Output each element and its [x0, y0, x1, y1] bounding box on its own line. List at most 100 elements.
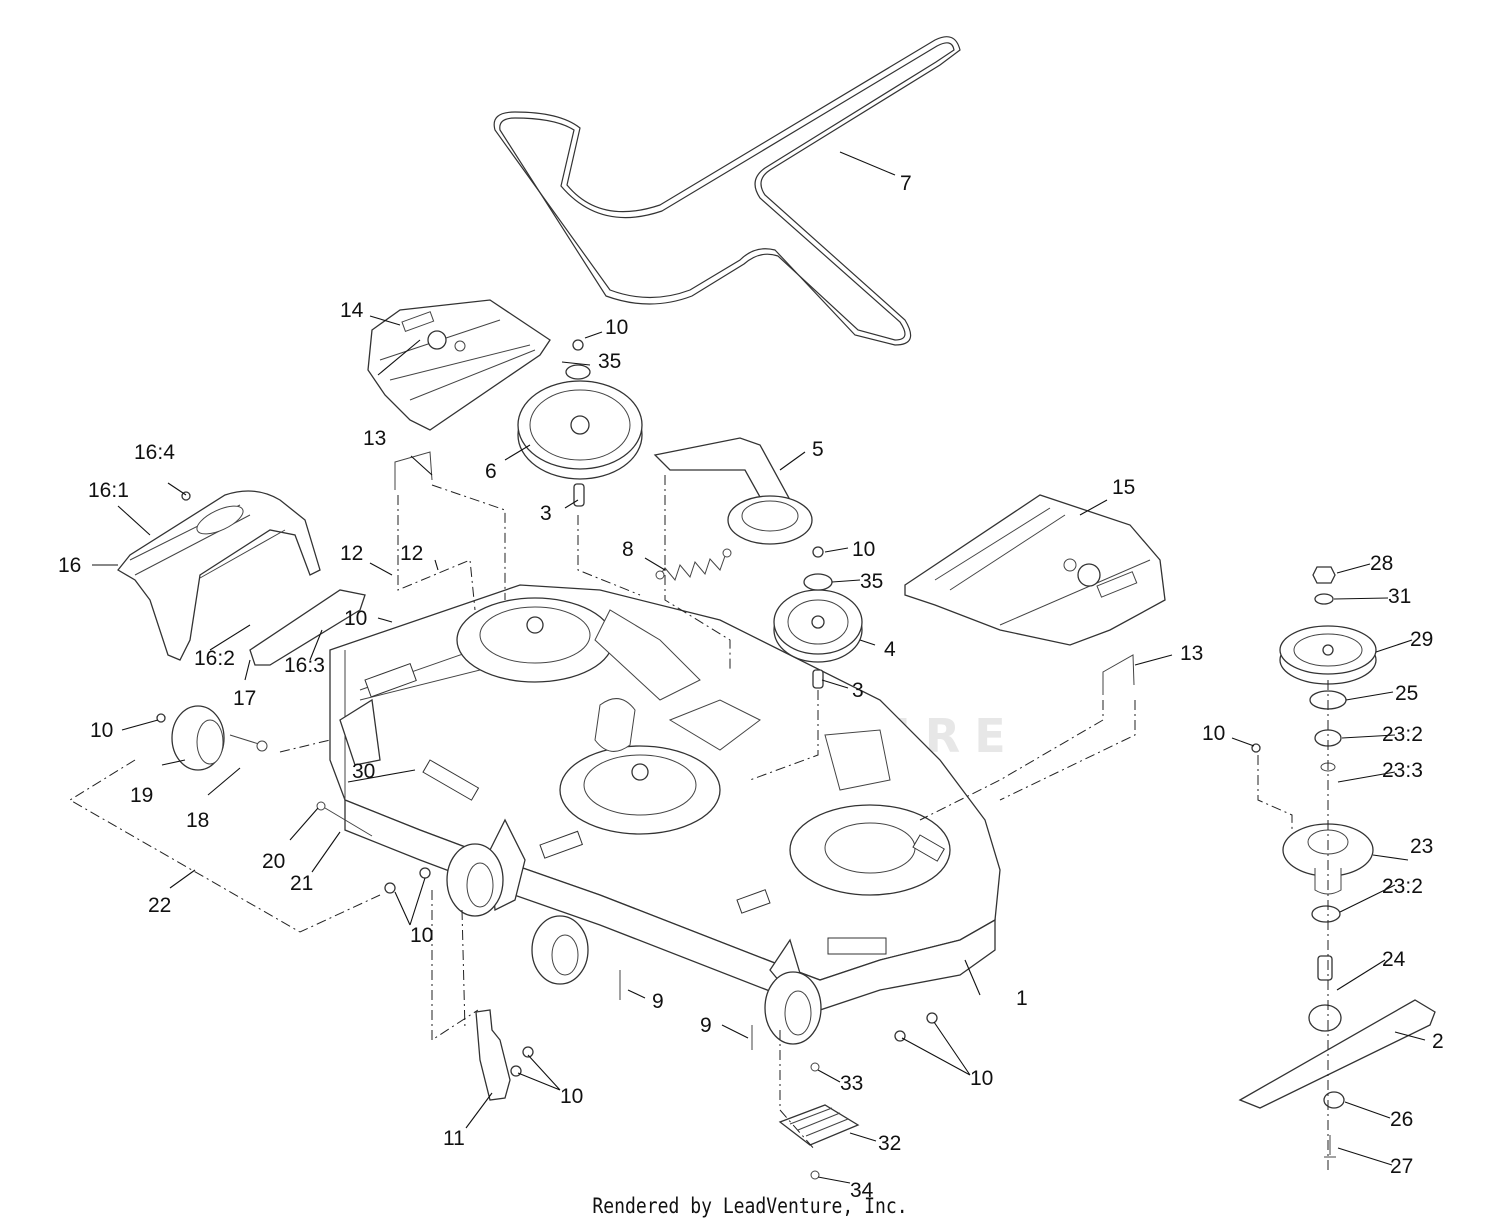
callout-28[interactable]: 28 [1370, 552, 1393, 575]
cover-retainer[interactable] [1102, 654, 1135, 695]
callout-23-2[interactable]: 23:2 [1382, 875, 1423, 898]
callout-22[interactable]: 22 [148, 894, 171, 917]
callout-23[interactable]: 23 [1410, 835, 1433, 858]
callout-10[interactable]: 10 [852, 538, 875, 561]
tension-spring[interactable] [655, 548, 732, 582]
callout-16[interactable]: 16 [58, 554, 81, 577]
deflector-bracket[interactable] [475, 1009, 511, 1101]
spindle-shaft[interactable] [1317, 955, 1333, 981]
deck-wheel[interactable] [764, 971, 822, 1045]
callout-17[interactable]: 17 [233, 687, 256, 710]
callout-24[interactable]: 24 [1382, 948, 1406, 971]
nut-10[interactable] [156, 713, 166, 723]
leader-lines [92, 151, 1426, 1184]
warning-decal [364, 662, 417, 698]
callout-10[interactable]: 10 [605, 316, 628, 339]
idler-pulley-v[interactable] [517, 380, 643, 480]
callout-10[interactable]: 10 [90, 719, 113, 742]
callout-10[interactable]: 10 [970, 1067, 993, 1090]
callout-9[interactable]: 9 [700, 1014, 712, 1037]
deck-wheel[interactable] [531, 915, 589, 985]
bolt-21[interactable] [319, 804, 373, 837]
callout-25[interactable]: 25 [1395, 682, 1418, 705]
callout-13[interactable]: 13 [1180, 642, 1203, 665]
spacer-3[interactable] [812, 669, 824, 689]
washer-35[interactable] [803, 573, 833, 591]
callout-18[interactable]: 18 [186, 809, 209, 832]
callout-16-1[interactable]: 16:1 [88, 479, 129, 502]
spindle-pulley[interactable] [1279, 625, 1377, 685]
step-plate[interactable] [778, 1104, 860, 1146]
callout-10[interactable]: 10 [410, 924, 433, 947]
drive-belt[interactable] [493, 36, 961, 346]
callout-15[interactable]: 15 [1112, 476, 1135, 499]
bearing-23-2[interactable] [1311, 905, 1341, 923]
callout-12[interactable]: 12 [340, 542, 363, 565]
callout-23-3[interactable]: 23:3 [1382, 759, 1423, 782]
callout-2[interactable]: 2 [1432, 1030, 1444, 1053]
callout-5[interactable]: 5 [812, 438, 824, 461]
callout-14[interactable]: 14 [340, 299, 364, 322]
washer-20[interactable] [316, 801, 326, 811]
callout-30[interactable]: 30 [352, 760, 375, 783]
render-credit: Rendered by LeadVenture, Inc. [592, 1194, 908, 1218]
callout-19[interactable]: 19 [130, 784, 153, 807]
nut-10[interactable] [572, 339, 584, 351]
callout-9[interactable]: 9 [652, 990, 664, 1013]
anti-scalp-wheel[interactable] [171, 705, 225, 771]
callout-12[interactable]: 12 [400, 542, 423, 565]
callout-35[interactable]: 35 [860, 570, 883, 593]
idler-arm[interactable] [653, 437, 813, 545]
callout-10[interactable]: 10 [560, 1085, 583, 1108]
callout-23-2[interactable]: 23:2 [1382, 723, 1423, 746]
deck-decal [422, 759, 480, 801]
callout-29[interactable]: 29 [1410, 628, 1433, 651]
callout-16-2[interactable]: 16:2 [194, 647, 235, 670]
callout-31[interactable]: 31 [1388, 585, 1411, 608]
callout-16-4[interactable]: 16:4 [134, 441, 175, 464]
callout-13[interactable]: 13 [363, 427, 386, 450]
callout-1[interactable]: 1 [1016, 987, 1028, 1010]
front-bumper[interactable] [117, 490, 366, 666]
step-nut[interactable] [810, 1170, 820, 1180]
callout-27[interactable]: 27 [1390, 1155, 1413, 1178]
callout-labels: 1 2 3 3 4 5 6 7 8 9 9 10 10 10 10 10 10 … [58, 172, 1444, 1202]
callout-32[interactable]: 32 [878, 1132, 901, 1155]
callout-10[interactable]: 10 [1202, 722, 1225, 745]
blade-hub[interactable] [1308, 1004, 1342, 1032]
spindle-nut[interactable] [1312, 566, 1336, 584]
callout-6[interactable]: 6 [485, 460, 497, 483]
callout-34[interactable]: 34 [850, 1179, 874, 1202]
axle-bolt[interactable] [229, 734, 263, 746]
washer-35[interactable] [565, 364, 591, 380]
callout-16-3[interactable]: 16:3 [284, 654, 325, 677]
blade-bolt[interactable] [1324, 1135, 1336, 1158]
callout-10[interactable]: 10 [344, 607, 367, 630]
callout-35[interactable]: 35 [598, 350, 621, 373]
belt-cover-right[interactable] [904, 494, 1166, 646]
callout-33[interactable]: 33 [840, 1072, 863, 1095]
step-bolt[interactable] [810, 1062, 820, 1072]
callout-7[interactable]: 7 [900, 172, 912, 195]
cover-knob [1077, 563, 1101, 587]
blade[interactable] [1238, 999, 1436, 1109]
idler-pulley-flat[interactable] [773, 589, 863, 663]
callout-8[interactable]: 8 [622, 538, 634, 561]
callout-26[interactable]: 26 [1390, 1108, 1413, 1131]
bumper-bracket [249, 589, 366, 666]
spacer-3[interactable] [573, 483, 585, 507]
callout-11[interactable]: 11 [443, 1127, 465, 1150]
belt-cover-left[interactable] [367, 299, 551, 431]
blade-adapter[interactable] [1323, 1091, 1345, 1109]
callout-21[interactable]: 21 [290, 872, 313, 895]
nut-10[interactable] [812, 546, 824, 558]
callout-3[interactable]: 3 [540, 502, 552, 525]
warning-decal [827, 937, 887, 955]
callout-4[interactable]: 4 [884, 638, 896, 661]
callout-3[interactable]: 3 [852, 679, 864, 702]
callout-20[interactable]: 20 [262, 850, 285, 873]
deck-wheel[interactable] [446, 843, 504, 917]
washer-31[interactable] [1314, 593, 1334, 605]
